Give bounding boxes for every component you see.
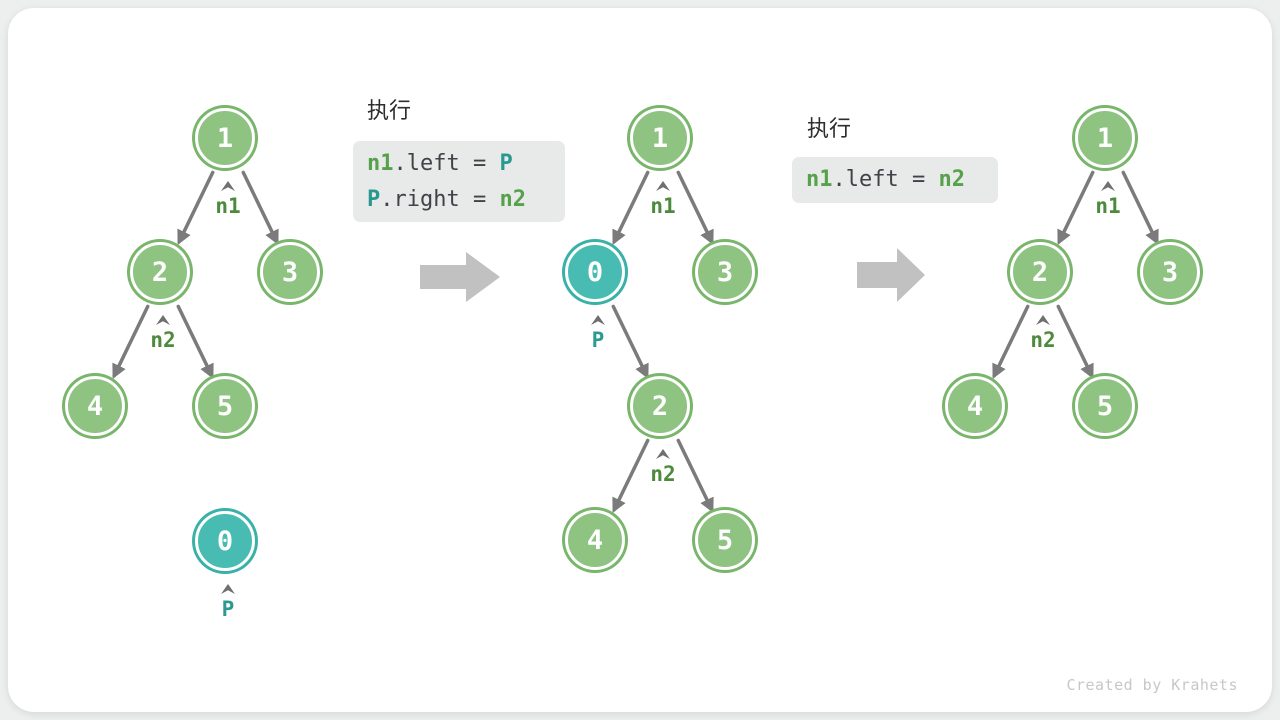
- code-token: n2: [938, 167, 965, 192]
- node-value: 1: [1096, 122, 1114, 154]
- code-token: P: [367, 186, 381, 212]
- caret-up-icon: [221, 584, 235, 594]
- code-box: n1.left = P P.right = n2: [353, 141, 565, 222]
- edge-arrow: [992, 304, 1030, 380]
- pointer-n2: n2: [623, 449, 703, 486]
- edge-arrow: [241, 170, 279, 246]
- tree-node-1: 1: [630, 108, 690, 168]
- code-token: n1: [806, 167, 833, 192]
- tree-node-4: 4: [65, 376, 125, 436]
- pointer-label: n1: [1095, 194, 1121, 218]
- node-value: 3: [716, 256, 734, 288]
- code-box: n1.left = n2: [792, 157, 998, 203]
- node-value: 5: [716, 524, 734, 556]
- tree-node-4: 4: [565, 510, 625, 570]
- flow-arrow-icon: [857, 248, 925, 302]
- pointer-n2: n2: [1003, 315, 1083, 352]
- panel-title: 执行: [807, 116, 852, 141]
- tree-node-0: 0: [195, 511, 255, 571]
- code-line: n1.left = P: [353, 146, 565, 182]
- code-line: P.right = n2: [353, 182, 565, 218]
- tree-node-3: 3: [695, 242, 755, 302]
- node-value: 2: [1031, 256, 1049, 288]
- edge-arrow: [1056, 304, 1094, 380]
- tree-node-3: 3: [1140, 242, 1200, 302]
- code-token: n1: [367, 150, 394, 176]
- edge-arrow: [1121, 170, 1159, 246]
- edge-arrow: [177, 170, 215, 246]
- node-value: 1: [651, 122, 669, 154]
- caret-up-icon: [591, 315, 605, 325]
- node-value: 4: [586, 524, 604, 556]
- edge-arrow: [612, 170, 650, 246]
- tree-node-1: 1: [195, 108, 255, 168]
- tree-node-4: 4: [945, 376, 1005, 436]
- caret-up-icon: [221, 181, 235, 191]
- tree-node-5: 5: [195, 376, 255, 436]
- code-token: n2: [499, 186, 526, 212]
- pointer-label: n2: [1030, 328, 1056, 352]
- edge-arrow: [112, 304, 150, 380]
- node-value: 3: [1161, 256, 1179, 288]
- code-token: P: [499, 150, 513, 176]
- code-token: .right =: [380, 186, 500, 212]
- node-value: 1: [216, 122, 234, 154]
- pointer-n1: n1: [188, 181, 268, 218]
- pointer-label: n1: [650, 194, 676, 218]
- node-value: 5: [1096, 390, 1114, 422]
- edge-arrow: [611, 304, 649, 380]
- node-value: 3: [281, 256, 299, 288]
- panel-title: 执行: [367, 98, 412, 123]
- node-value: 5: [216, 390, 234, 422]
- pointer-label: P: [591, 328, 605, 352]
- edge-arrow: [676, 170, 714, 246]
- tree-node-2: 2: [130, 242, 190, 302]
- code-token: .left =: [393, 150, 500, 176]
- tree-node-3: 3: [260, 242, 320, 302]
- caret-up-icon: [156, 315, 170, 325]
- edge-arrow: [176, 304, 214, 380]
- pointer-n1: n1: [1068, 181, 1148, 218]
- tree-node-1: 1: [1075, 108, 1135, 168]
- pointer-label: n2: [150, 328, 176, 352]
- node-value: 0: [586, 256, 604, 288]
- caret-up-icon: [656, 449, 670, 459]
- node-value: 4: [966, 390, 984, 422]
- node-value: 0: [216, 525, 234, 557]
- pointer-p: P: [188, 584, 268, 621]
- code-token: .left =: [832, 167, 939, 192]
- pointer-label: P: [221, 597, 235, 621]
- caret-up-icon: [656, 181, 670, 191]
- pointer-label: n1: [215, 194, 241, 218]
- tree-node-2: 2: [630, 376, 690, 436]
- caret-up-icon: [1101, 181, 1115, 191]
- node-value: 2: [651, 390, 669, 422]
- edge-arrow: [1057, 170, 1095, 246]
- flow-arrow-icon: [420, 252, 500, 302]
- pointer-n1: n1: [623, 181, 703, 218]
- pointer-n2: n2: [123, 315, 203, 352]
- edge-arrow: [612, 438, 650, 514]
- tree-node-5: 5: [1075, 376, 1135, 436]
- code-line: n1.left = n2: [792, 162, 998, 198]
- tree-node-0: 0: [565, 242, 625, 302]
- tree-node-5: 5: [695, 510, 755, 570]
- edge-arrow: [676, 438, 714, 514]
- tree-node-2: 2: [1010, 242, 1070, 302]
- pointer-p: P: [558, 315, 638, 352]
- node-value: 2: [151, 256, 169, 288]
- watermark: Created by Krahets: [1066, 676, 1238, 694]
- node-value: 4: [86, 390, 104, 422]
- pointer-label: n2: [650, 462, 676, 486]
- caret-up-icon: [1036, 315, 1050, 325]
